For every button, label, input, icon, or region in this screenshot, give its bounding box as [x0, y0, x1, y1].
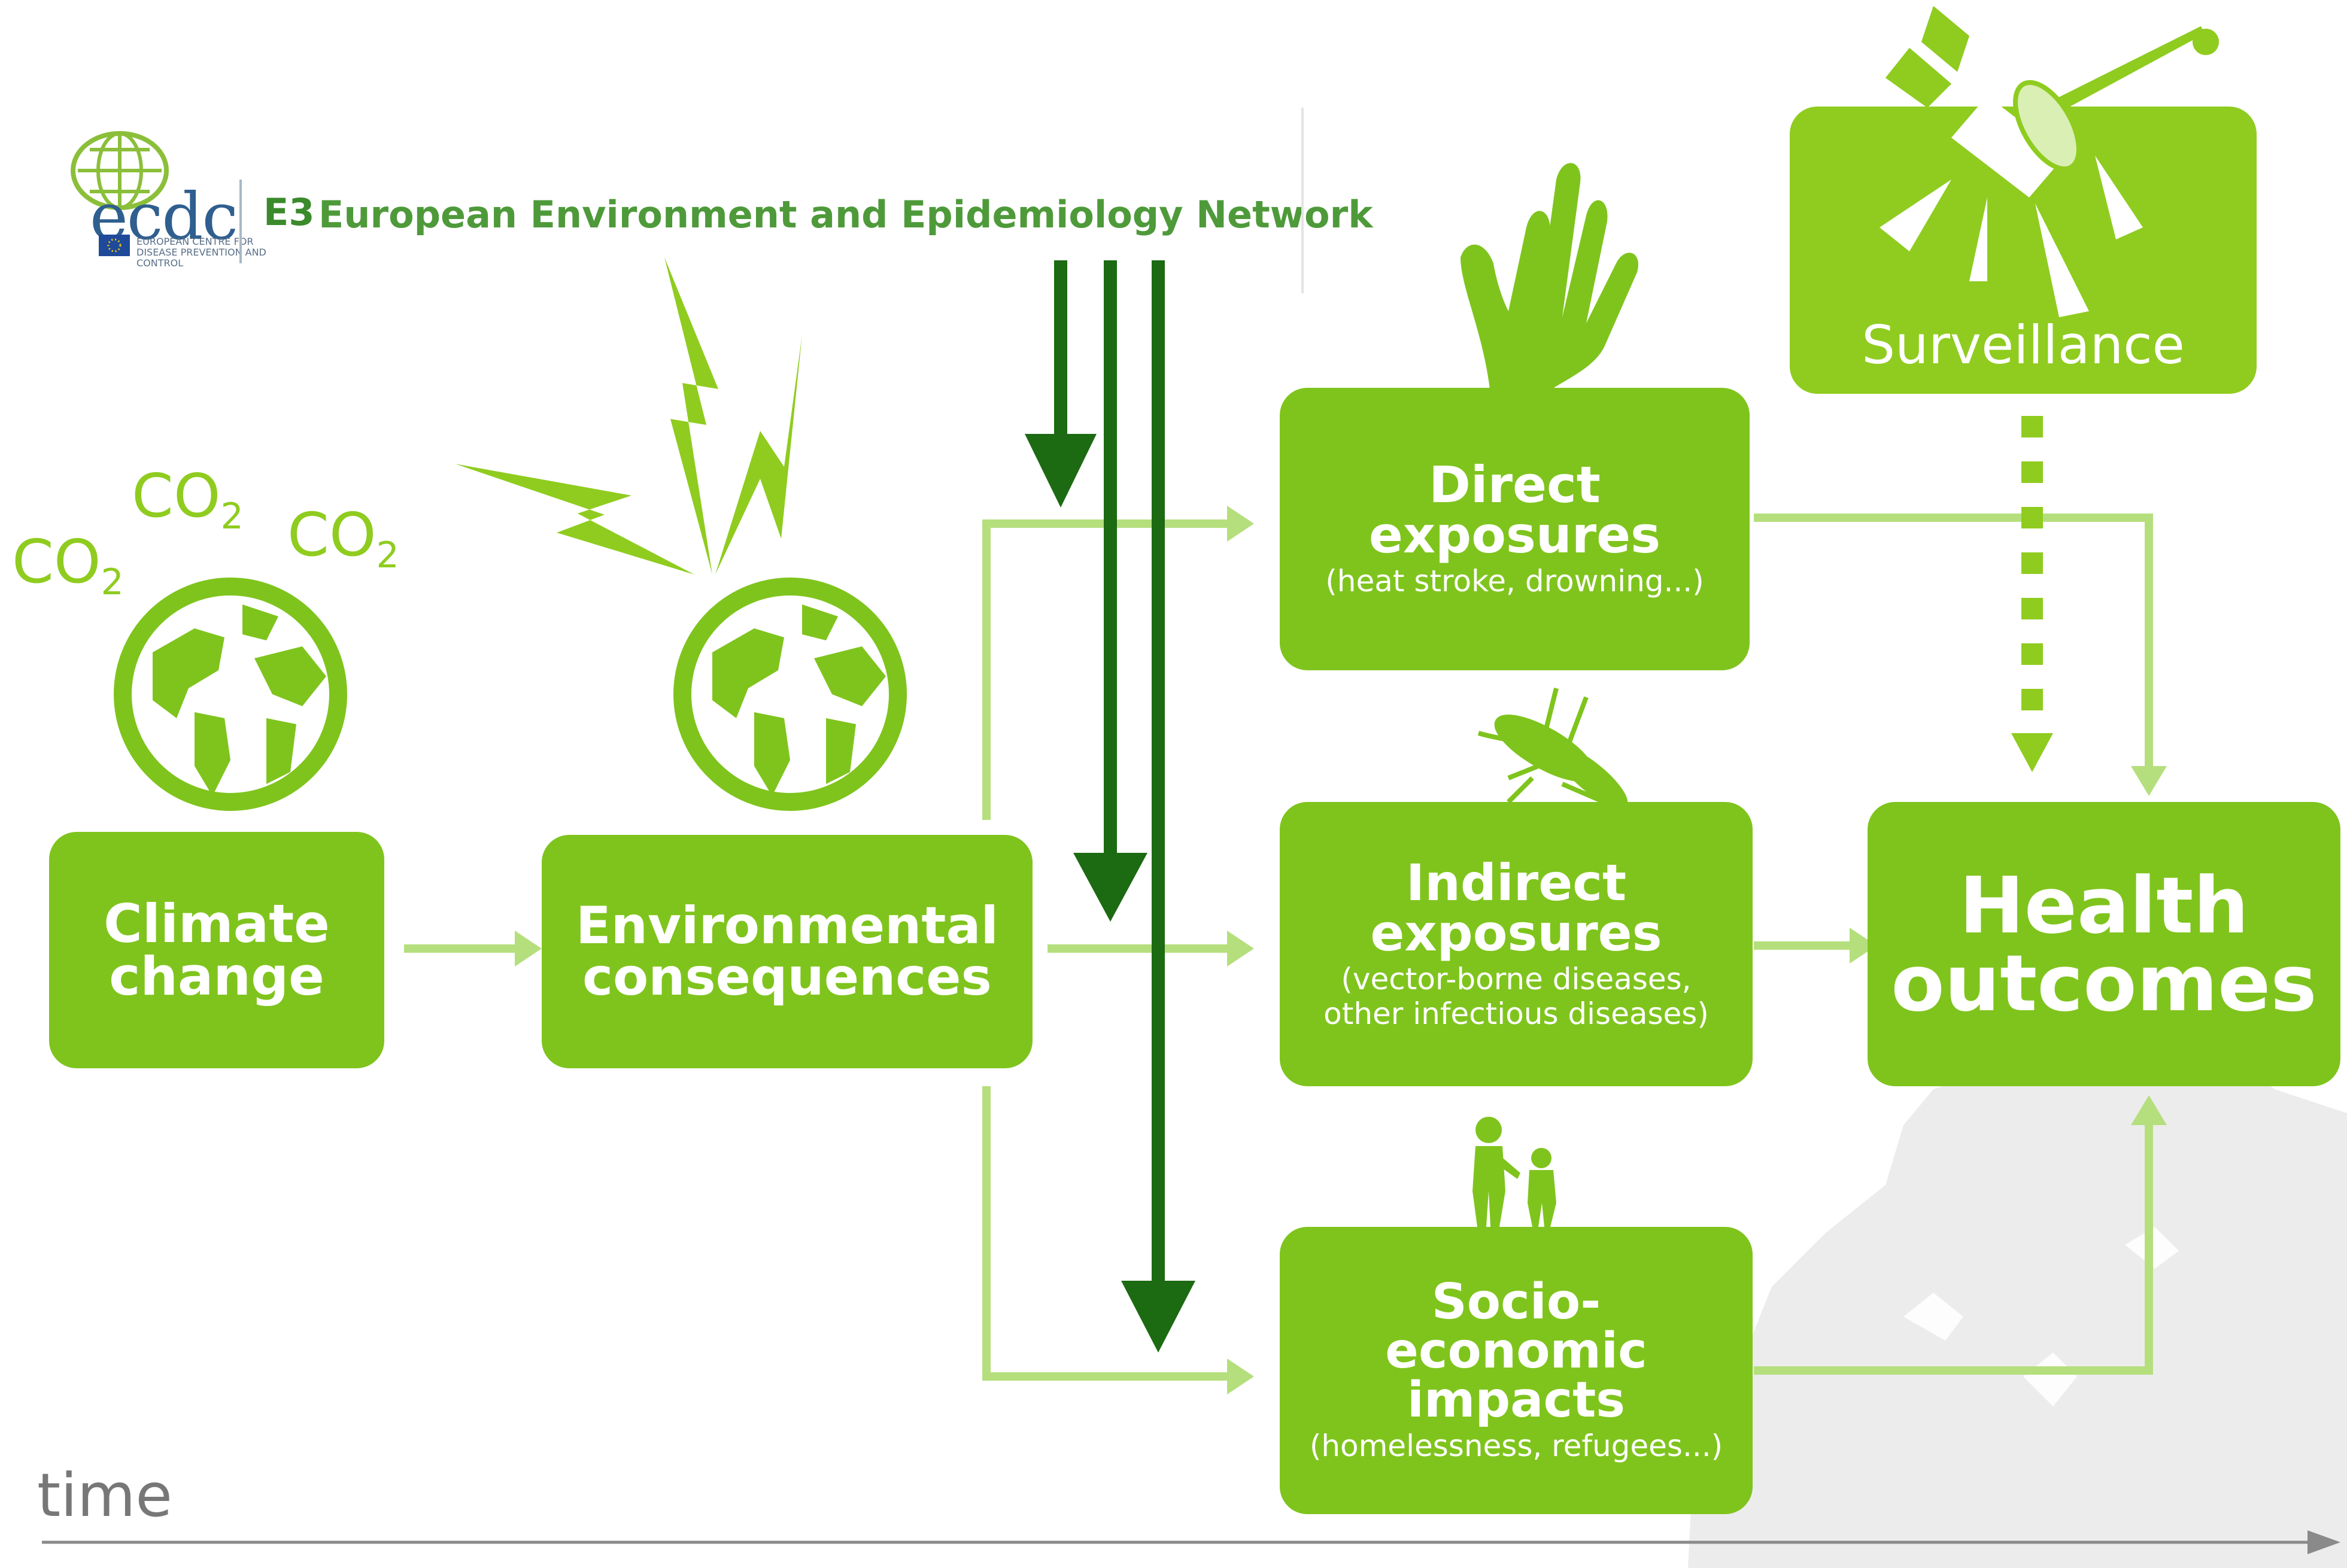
dark-arrowheads: [1025, 434, 1195, 1353]
people-icon: [1472, 1117, 1556, 1227]
header-vertical-rule: [1301, 108, 1304, 293]
co2-text: CO: [132, 461, 221, 531]
co2-label: CO2: [132, 461, 244, 537]
direct-exposures-box: Direct exposures (heat stroke, drowning.…: [1280, 388, 1750, 670]
health-outcomes-line2: outcomes: [1891, 937, 2317, 1029]
arrow-environmental-to-direct: [982, 519, 1227, 820]
satellite-overlay: [1880, 6, 2219, 317]
socio-economic-line2: economic: [1385, 1323, 1647, 1379]
time-axis: [42, 1530, 2340, 1554]
co2-subscript: 2: [101, 561, 124, 603]
environmental-consequences-line1: Environmental: [575, 896, 998, 956]
dark-intervention-arrows: [1054, 260, 1165, 1287]
eu-flag-icon: [99, 235, 130, 256]
direct-exposures-examples: (heat stroke, drowning...): [1325, 564, 1704, 598]
arrow-socio-to-health: [1754, 1125, 2153, 1375]
co2-label: CO2: [287, 500, 399, 576]
time-label: time: [37, 1460, 172, 1530]
indirect-exposures-box: Indirect exposures (vector-borne disease…: [1280, 802, 1753, 1086]
arrow-environmental-to-socio: [982, 1086, 1227, 1381]
socio-economic-examples: (homelessness, refugees...): [1309, 1429, 1723, 1463]
globe-icon: [682, 587, 898, 802]
direct-exposures-line1: Direct: [1429, 455, 1601, 514]
header: ecdc EUROPEAN CENTRE FOR DISEASE PREVENT…: [0, 0, 1373, 293]
hand-icon: [1461, 163, 1638, 395]
co2-text: CO: [12, 527, 101, 597]
indirect-exposures-examples-2: other infectious diseases): [1323, 996, 1709, 1031]
socio-economic-impacts-box: Socio- economic impacts (homelessness, r…: [1280, 1227, 1753, 1514]
environmental-consequences-box: Environmental consequences: [542, 835, 1033, 1068]
mosquito-icon: [1477, 688, 1628, 809]
socio-economic-line3: impacts: [1407, 1372, 1626, 1429]
arrow-direct-to-health: [1754, 513, 2153, 766]
environmental-consequences-line2: consequences: [582, 947, 992, 1007]
light-connector-arrows: [404, 513, 2153, 1381]
co2-subscript: 2: [376, 534, 399, 576]
surveillance-label: Surveillance: [1862, 314, 2185, 376]
network-title: European Environment and Epidemiology Ne…: [318, 193, 1373, 236]
e3-label: E3: [263, 190, 315, 234]
climate-change-line2: change: [109, 945, 324, 1007]
indirect-exposures-line1: Indirect: [1405, 853, 1627, 912]
socio-economic-line1: Socio-: [1431, 1274, 1601, 1330]
light-arrowheads: [515, 506, 2167, 1394]
lightning-icon: [455, 257, 802, 575]
ecdc-globe-logo-icon: [71, 131, 169, 210]
ecdc-logo-subtext: EUROPEAN CENTRE FOR DISEASE PREVENTION A…: [136, 236, 266, 269]
direct-exposures-line2: exposures: [1368, 506, 1661, 564]
climate-change-line1: Climate: [104, 892, 330, 955]
globe-icon: [123, 587, 338, 802]
co2-subscript: 2: [220, 496, 244, 537]
co2-text: CO: [287, 500, 377, 570]
climate-change-box: Climate change: [49, 832, 384, 1068]
indirect-exposures-examples-1: (vector-borne diseases,: [1341, 961, 1692, 996]
surveillance-dashed-arrow: [2011, 416, 2053, 772]
indirect-exposures-line2: exposures: [1370, 903, 1662, 962]
co2-label: CO2: [12, 527, 124, 603]
health-outcomes-line1: Health: [1959, 859, 2249, 951]
health-outcomes-box: Health outcomes: [1868, 802, 2340, 1086]
header-divider: [239, 180, 242, 263]
